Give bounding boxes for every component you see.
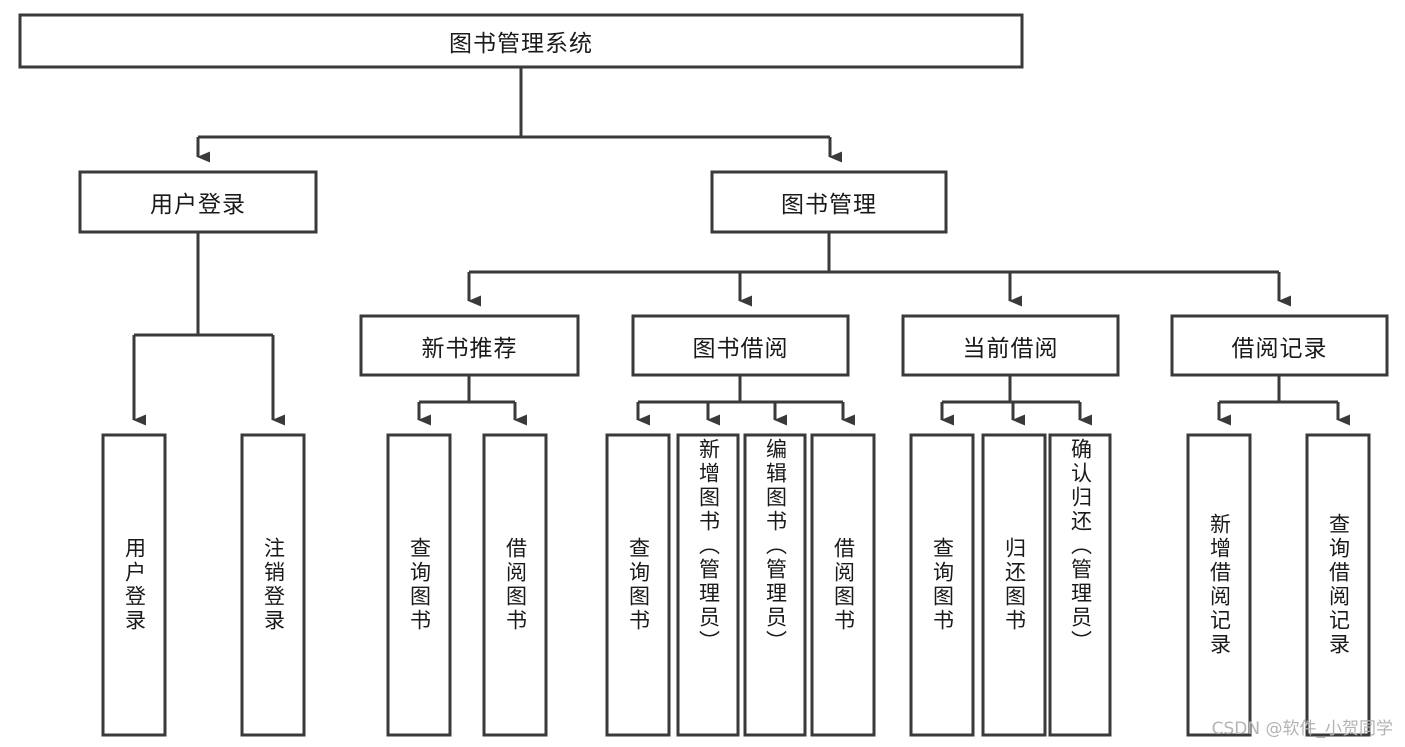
leaf-box-return-book[interactable] — [981, 433, 1047, 737]
leaf-box-borrow-book-1[interactable] — [482, 433, 548, 737]
node-box-book-borrow[interactable] — [631, 314, 850, 377]
leaf-box-logout[interactable] — [240, 433, 306, 737]
leaf-box-borrow-book-2[interactable] — [810, 433, 876, 737]
leaf-box-query-book-3[interactable] — [909, 433, 975, 737]
leaf-box-query-borrow-record[interactable] — [1305, 433, 1371, 737]
leaf-box-query-book-2[interactable] — [605, 433, 671, 737]
watermark-text: CSDN @软件_小贺同学 — [1211, 719, 1393, 739]
leaf-box-user-login[interactable] — [101, 433, 167, 737]
node-box-root[interactable] — [18, 13, 1024, 69]
node-box-user-login[interactable] — [78, 170, 318, 234]
node-box-new-book-recommend[interactable] — [359, 314, 580, 377]
node-box-current-borrow[interactable] — [901, 314, 1120, 377]
leaf-box-add-borrow-record[interactable] — [1186, 433, 1252, 737]
leaf-box-query-book-1[interactable] — [386, 433, 452, 737]
node-box-borrow-record[interactable] — [1170, 314, 1389, 377]
leaf-box-edit-book-admin[interactable] — [743, 433, 807, 737]
leaf-box-confirm-return-admin[interactable] — [1048, 433, 1112, 737]
node-box-book-management[interactable] — [710, 170, 948, 234]
leaf-box-add-book-admin[interactable] — [676, 433, 740, 737]
